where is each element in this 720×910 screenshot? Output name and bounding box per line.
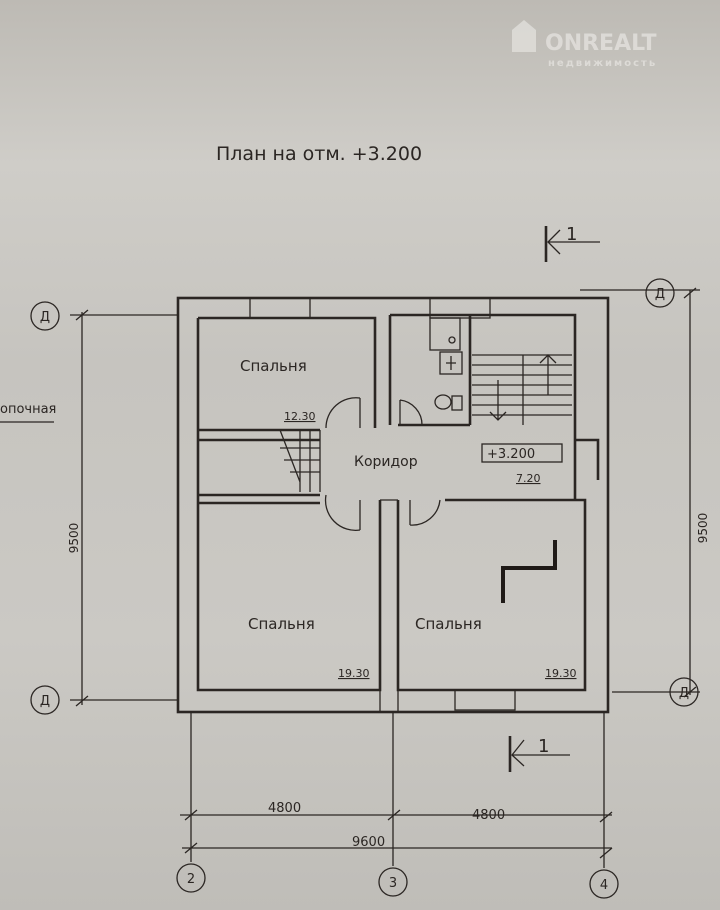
staircase-left <box>279 429 321 492</box>
watermark: ONREALT недвижимость <box>512 20 657 69</box>
svg-text:2: 2 <box>187 872 195 887</box>
dimension-bay-1: 4800 <box>268 801 301 816</box>
svg-text:Д: Д <box>40 694 50 709</box>
staircase-right <box>472 354 572 425</box>
room-area-bedroom-2: 19.30 <box>338 667 370 680</box>
doors <box>324 397 441 531</box>
axis-bubble-row-bottom-left: Д <box>30 685 60 715</box>
exterior-walls <box>70 289 700 714</box>
section-mark-top: 1 <box>544 224 600 262</box>
room-name-corridor: Коридор <box>354 454 418 470</box>
axis-bubble-column-3: 3 <box>378 867 408 897</box>
room-name-bedroom-1: Спальня <box>240 357 307 375</box>
room-area-bedroom-1: 12.30 <box>284 410 316 423</box>
house-logo-icon <box>512 20 536 52</box>
level-mark: +3.200 <box>487 447 535 462</box>
axis-bubble-column-4: 4 <box>589 869 619 899</box>
interior-walls <box>196 297 600 712</box>
dimension-bay-2: 4800 <box>472 808 505 823</box>
dimension-right: 9500 <box>696 513 710 544</box>
section-mark-bottom: 1 <box>508 736 570 772</box>
side-label: опочная <box>0 402 56 417</box>
svg-text:Д: Д <box>40 310 50 325</box>
axis-bubble-column-2: 2 <box>176 863 206 893</box>
section-number: 1 <box>566 224 577 245</box>
chimney-symbol <box>501 540 557 603</box>
svg-text:3: 3 <box>389 876 397 891</box>
plan-title: План на отм. +3.200 <box>216 143 422 165</box>
room-name-bedroom-2: Спальня <box>248 615 315 633</box>
dimension-left: 9500 <box>67 523 81 554</box>
watermark-brand: ONREALT <box>545 31 657 56</box>
level-mark-box <box>481 443 563 463</box>
svg-text:Д: Д <box>655 287 665 302</box>
room-area-corridor: 7.20 <box>516 472 541 485</box>
dimension-lines <box>75 287 697 868</box>
bathroom-fixtures <box>429 317 463 411</box>
axis-bubble-row-bottom-right: Д <box>669 677 699 707</box>
axis-bubble-row-top-right: Д <box>645 278 675 308</box>
svg-text:4: 4 <box>600 878 608 893</box>
axis-bubble-row-top-left: Д <box>30 301 60 331</box>
section-number: 1 <box>538 736 549 757</box>
watermark-subtitle: недвижимость <box>548 58 657 69</box>
dimension-total: 9600 <box>352 835 385 850</box>
svg-text:Д: Д <box>679 686 689 701</box>
room-name-bedroom-3: Спальня <box>415 615 482 633</box>
room-area-bedroom-3: 19.30 <box>545 667 577 680</box>
